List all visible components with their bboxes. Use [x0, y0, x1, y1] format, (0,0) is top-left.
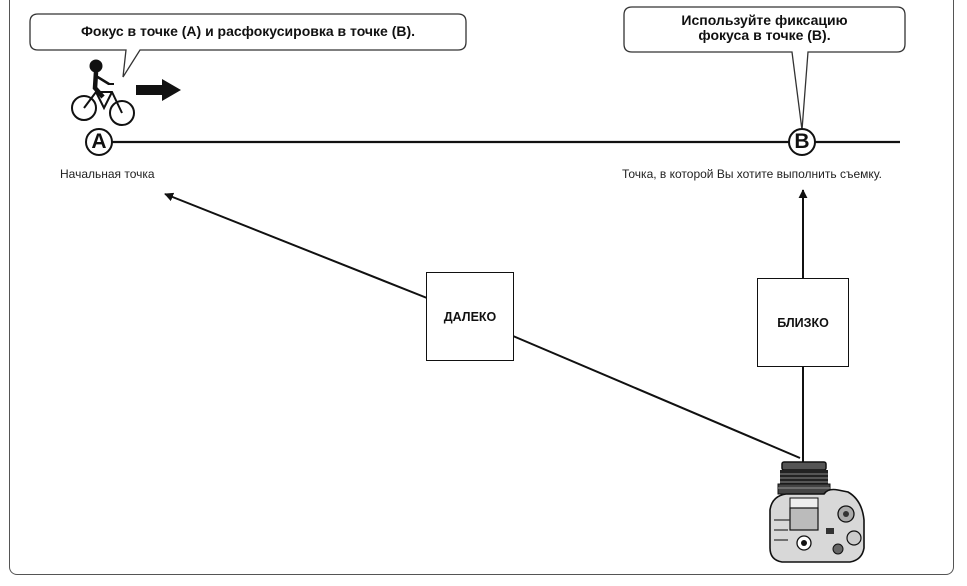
callout-left-bubble — [29, 13, 467, 78]
point-a-label: A — [91, 130, 107, 153]
start-point-caption: Начальная точка — [60, 167, 155, 181]
callout-right-bubble — [623, 6, 906, 131]
callout-right-line2: фокуса в точке (B). — [698, 27, 831, 43]
callout-left-text: Фокус в точке (A) и расфокусировка в точ… — [80, 23, 416, 39]
callout-right-text: Используйте фиксацию фокуса в точке (B). — [624, 13, 905, 43]
point-b-label: B — [794, 130, 810, 153]
far-line-lower — [512, 335, 801, 459]
far-box: ДАЛЕКО — [426, 272, 514, 361]
point-a-circle — [85, 128, 113, 156]
target-point-caption: Точка, в которой Вы хотите выполнить съе… — [622, 167, 882, 181]
right-arrow-icon — [136, 79, 181, 101]
camera-icon — [769, 461, 865, 563]
point-b-circle — [788, 128, 816, 156]
near-box-label: БЛИЗКО — [777, 315, 829, 330]
far-box-label: ДАЛЕКО — [443, 309, 497, 324]
near-box: БЛИЗКО — [757, 278, 849, 367]
callout-right-line1: Используйте фиксацию — [681, 12, 848, 28]
far-line-upper — [164, 192, 428, 299]
cyclist-icon — [71, 59, 135, 126]
diagram-frame — [9, 0, 954, 575]
